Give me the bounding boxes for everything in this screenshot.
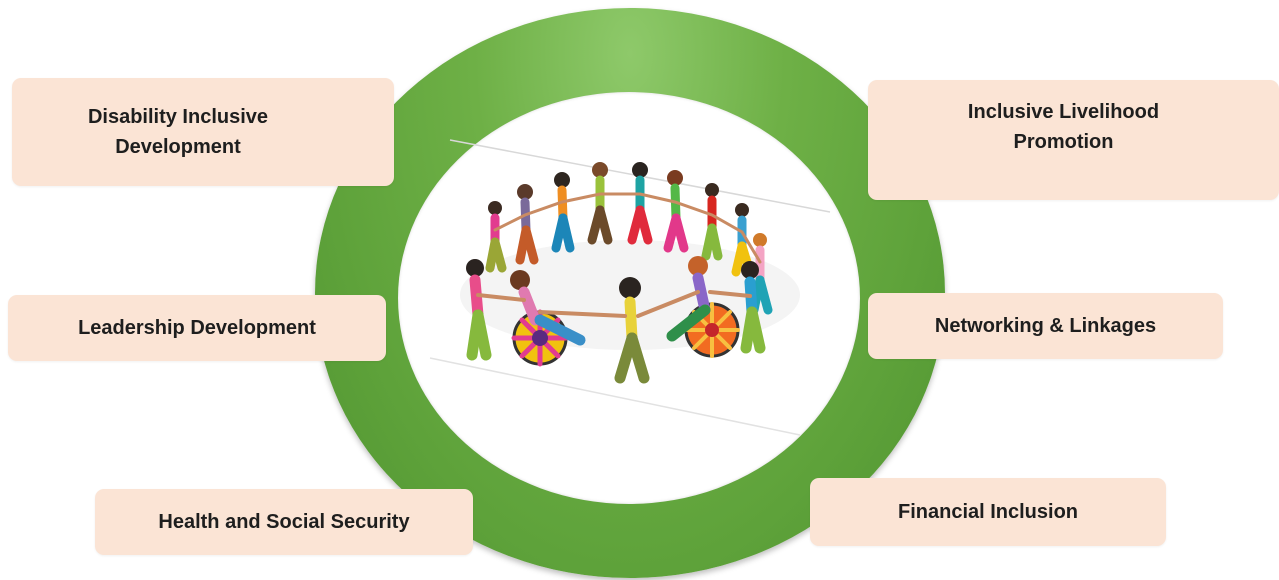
label-disability-inclusive-development: Disability Inclusive Development xyxy=(87,106,269,158)
box-networking-linkages: Networking & Linkages xyxy=(868,293,1223,359)
people-circle-illustration xyxy=(429,139,831,436)
label-networking-linkages: Networking & Linkages xyxy=(934,315,1157,337)
box-financial-inclusion: Financial Inclusion xyxy=(810,478,1166,546)
figure-2 xyxy=(515,184,539,265)
figure-5 xyxy=(627,162,653,245)
figure-6 xyxy=(663,170,689,253)
box-leadership-development: Leadership Development xyxy=(8,295,386,361)
figure-front-left xyxy=(466,259,492,361)
wheelchair-right xyxy=(666,256,740,358)
wheelchair-left xyxy=(510,270,586,367)
figure-1 xyxy=(485,201,507,273)
label-financial-inclusion: Financial Inclusion xyxy=(897,501,1079,523)
label-leadership-development: Leadership Development xyxy=(78,317,316,339)
figure-front-center xyxy=(614,277,650,384)
figure-7 xyxy=(701,183,723,261)
box-health-social-security: Health and Social Security xyxy=(95,489,473,555)
label-health-social-security: Health and Social Security xyxy=(158,511,410,533)
figure-4 xyxy=(587,162,613,245)
figure-3 xyxy=(551,172,575,253)
box-disability-inclusive-development: Disability Inclusive Development xyxy=(12,78,394,186)
box-inclusive-livelihood-promotion: Inclusive Livelihood Promotion xyxy=(868,80,1279,200)
label-inclusive-livelihood-promotion: Inclusive Livelihood Promotion xyxy=(967,101,1160,153)
